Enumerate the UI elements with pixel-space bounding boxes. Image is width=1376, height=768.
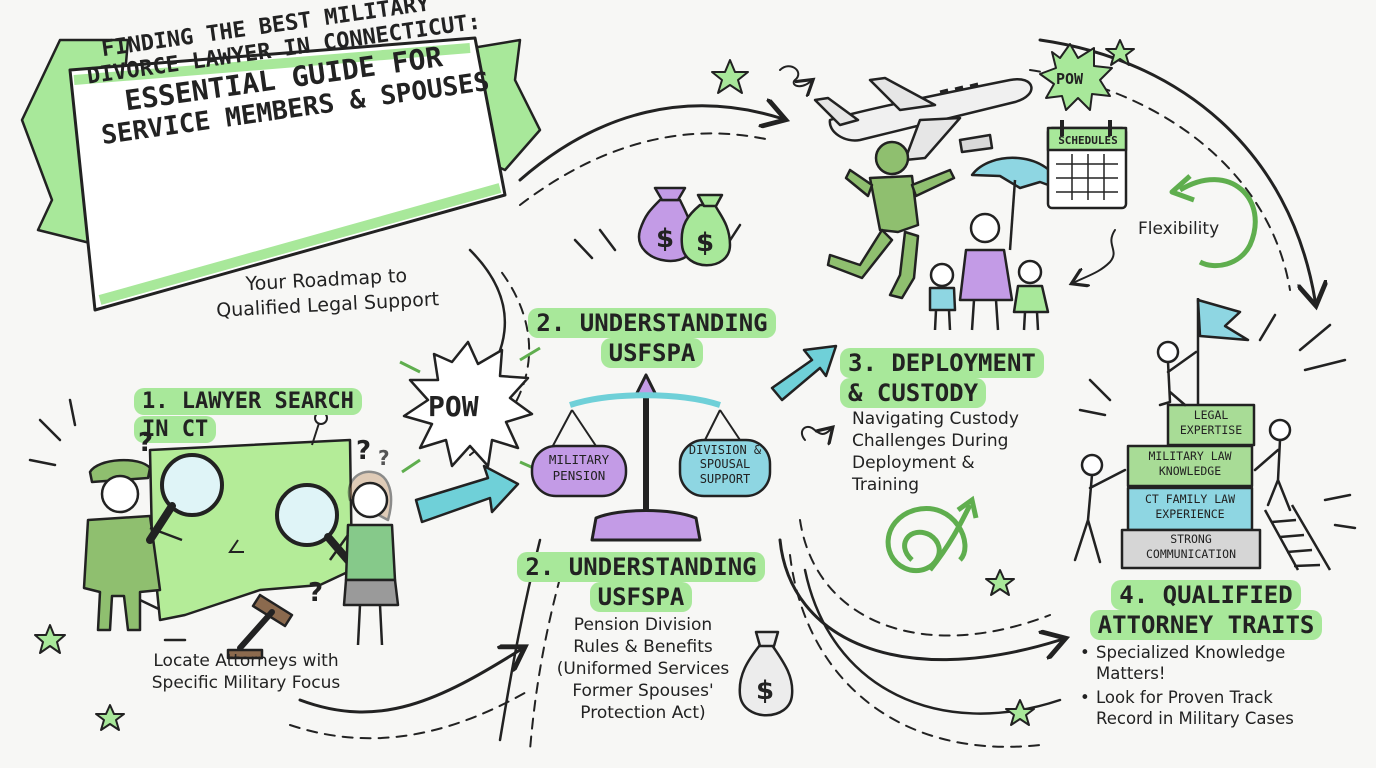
pow-label: POW — [428, 390, 479, 423]
money-bag-icon — [680, 193, 732, 267]
usfspa-top-heading-line-2: USFSPA — [600, 338, 704, 368]
teal-arrow-center — [770, 344, 838, 402]
arrow-bottom-right — [778, 538, 1060, 662]
scale-left-pan — [530, 444, 628, 498]
deployment-heading-line-2: & CUSTODY — [840, 378, 987, 408]
star-icon — [34, 624, 66, 654]
scale-right-label: DIVISION & SPOUSAL SUPPORT — [688, 443, 762, 486]
traits-bullet-2-line-2: Record in Military Cases — [1096, 709, 1294, 729]
block-military-law — [1126, 444, 1254, 488]
traits-bullet-1-line-1: Specialized Knowledge — [1096, 643, 1286, 662]
spiral-icon — [885, 506, 968, 574]
traits-bullet-2: Look for Proven Track Record in Military… — [1078, 687, 1358, 730]
star-icons — [34, 39, 1135, 731]
usfspa-bottom-body: Pension Division Rules & Benefits (Unifo… — [540, 614, 746, 724]
squiggle-arrows — [779, 65, 1116, 440]
usfspa-bottom-heading-line-2: USFSPA — [589, 582, 693, 612]
star-icon — [95, 704, 125, 731]
scale-right-pan — [678, 438, 772, 498]
dollar-sign: $ — [696, 228, 715, 258]
traits-list: Specialized Knowledge Matters! Look for … — [1078, 642, 1358, 730]
teal-arrow-left — [414, 464, 520, 524]
pow-burst-small — [1039, 43, 1113, 111]
traits-heading: 4. QUALIFIED ATTORNEY TRAITS — [1086, 580, 1326, 640]
lawyer-search-body: Locate Attorneys with Specific Military … — [126, 650, 366, 694]
traits-heading-line-1: 4. QUALIFIED — [1111, 580, 1301, 610]
usfspa-body-line-1: Pension Division — [573, 615, 713, 635]
question-mark: ? — [138, 428, 154, 458]
traits-heading-line-2: ATTORNEY TRAITS — [1089, 610, 1323, 640]
climber-figures — [1073, 340, 1292, 564]
lawyer-search-heading-line-1: 1. LAWYER SEARCH — [134, 388, 362, 415]
traits-bullet-1-line-2: Matters! — [1096, 664, 1166, 684]
pow-burst-large — [402, 340, 534, 468]
deployment-body-line-2: Challenges During — [852, 431, 1009, 452]
question-mark: ? — [378, 446, 390, 470]
dollar-sign: $ — [656, 224, 675, 254]
usfspa-body-line-3: (Uniformed Services — [556, 659, 730, 680]
soldier-figure — [82, 458, 183, 632]
deployment-heading: 3. DEPLOYMENT & CUSTODY — [840, 348, 1044, 408]
usfspa-top-heading: 2. UNDERSTANDING USFSPA — [524, 308, 780, 368]
scale-left-label: MILITARY PENSION — [548, 452, 610, 483]
family-figures — [928, 212, 1050, 331]
usfspa-top-heading-line-1: 2. UNDERSTANDING — [528, 308, 776, 338]
block-legal-expertise — [1166, 403, 1256, 447]
deployment-body-line-3: Deployment & — [852, 453, 975, 474]
schedules-label: SCHEDULES — [1058, 134, 1118, 147]
arrow-bottom-left — [298, 650, 520, 714]
ladder-icon — [1263, 504, 1332, 571]
sparkle-lines — [28, 223, 1357, 642]
arrow-top-center — [518, 106, 780, 182]
star-icon — [711, 59, 749, 94]
lawyer-search-body-line-2: Specific Military Focus — [151, 673, 341, 694]
usfspa-body-line-2: Rules & Benefits — [573, 637, 713, 658]
lawyer-search-body-line-1: Locate Attorneys with — [153, 651, 339, 671]
umbrella-icon — [970, 156, 1064, 251]
question-mark: ? — [308, 578, 324, 608]
usfspa-bottom-heading: 2. UNDERSTANDING USFSPA — [512, 552, 770, 612]
block-strong-communication — [1120, 528, 1262, 570]
flexibility-label: Flexibility — [1138, 219, 1220, 239]
calendar-icon — [1046, 120, 1128, 210]
block-label-legal: LEGAL EXPERTISE — [1179, 408, 1243, 437]
flag-icon — [1196, 298, 1250, 405]
pow-small-label: POW — [1056, 70, 1084, 88]
deployment-body-line-4: Training — [852, 475, 920, 496]
airplane-icon — [813, 76, 1033, 162]
spouse-figure — [328, 470, 400, 646]
block-label-ct-family: CT FAMILY LAW EXPERIENCE — [1144, 492, 1235, 521]
block-label-communication: STRONG COMMUNICATION — [1145, 532, 1236, 561]
star-icon — [1005, 699, 1035, 726]
star-icon — [1105, 39, 1135, 66]
magnifier-icon — [146, 453, 224, 544]
building-blocks — [1120, 403, 1262, 570]
question-mark: ? — [356, 436, 372, 466]
usfspa-body-line-4: Former Spouses' — [572, 681, 714, 702]
deployment-heading-line-1: 3. DEPLOYMENT — [840, 348, 1044, 378]
lawyer-search-heading-line-2: IN CT — [134, 415, 217, 443]
block-label-military: MILITARY LAW KNOWLEDGE — [1148, 449, 1232, 478]
flexibility-arrow — [1178, 177, 1258, 269]
traits-bullet-1: Specialized Knowledge Matters! — [1078, 642, 1358, 685]
traits-bullet-2-line-1: Look for Proven Track — [1096, 687, 1273, 707]
deployment-body: Navigating Custody Challenges During Dep… — [852, 408, 1052, 496]
scale-icon — [539, 373, 761, 542]
paratrooper-figure — [826, 140, 956, 300]
gavel-icon — [226, 593, 294, 660]
usfspa-bottom-heading-line-1: 2. UNDERSTANDING — [517, 552, 765, 582]
money-bag-icon — [738, 630, 794, 717]
star-icon — [985, 569, 1015, 596]
title-ribbon — [20, 36, 542, 312]
dollar-sign: $ — [756, 676, 775, 706]
usfspa-body-line-5: Protection Act) — [580, 703, 706, 724]
deployment-body-line-1: Navigating Custody — [852, 409, 1019, 429]
lawyer-search-heading: 1. LAWYER SEARCH IN CT — [134, 388, 362, 443]
